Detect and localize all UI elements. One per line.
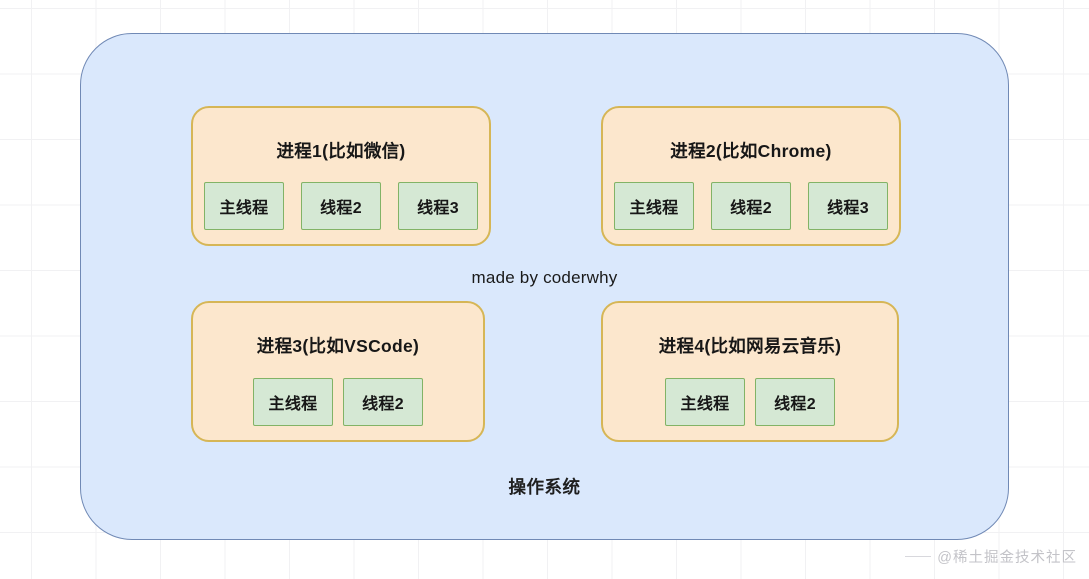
thread-box: 主线程 xyxy=(204,182,284,230)
watermark-text: @稀土掘金技术社区 xyxy=(937,550,1077,566)
thread-box: 主线程 xyxy=(253,378,333,426)
thread-box: 线程2 xyxy=(343,378,423,426)
process-box-2: 进程2(比如Chrome) 主线程 线程2 线程3 xyxy=(601,106,901,246)
thread-box: 线程2 xyxy=(301,182,381,230)
process-title-1: 进程1(比如微信) xyxy=(276,141,406,161)
made-by-credit: made by coderwhy xyxy=(471,268,618,287)
thread-box: 主线程 xyxy=(665,378,745,426)
operating-system-container: 进程1(比如微信) 主线程 线程2 线程3 进程2(比如Chrome) 主线程 … xyxy=(80,33,1009,540)
process-box-4: 进程4(比如网易云音乐) 主线程 线程2 xyxy=(601,301,899,442)
process-box-3: 进程3(比如VSCode) 主线程 线程2 xyxy=(191,301,485,442)
thread-box: 主线程 xyxy=(614,182,694,230)
process-title-4: 进程4(比如网易云音乐) xyxy=(658,336,842,356)
thread-row-3: 主线程 线程2 xyxy=(193,378,483,426)
thread-box: 线程3 xyxy=(808,182,888,230)
thread-box: 线程3 xyxy=(398,182,478,230)
watermark: @稀土掘金技术社区 xyxy=(905,546,1077,567)
thread-row-4: 主线程 线程2 xyxy=(603,378,897,426)
process-box-1: 进程1(比如微信) 主线程 线程2 线程3 xyxy=(191,106,491,246)
thread-row-2: 主线程 线程2 线程3 xyxy=(603,182,899,230)
thread-box: 线程2 xyxy=(755,378,835,426)
watermark-rule xyxy=(905,556,932,557)
thread-box: 线程2 xyxy=(711,182,791,230)
thread-row-1: 主线程 线程2 线程3 xyxy=(193,182,489,230)
operating-system-label: 操作系统 xyxy=(508,477,581,497)
process-title-3: 进程3(比如VSCode) xyxy=(256,336,420,356)
process-title-2: 进程2(比如Chrome) xyxy=(670,141,832,161)
